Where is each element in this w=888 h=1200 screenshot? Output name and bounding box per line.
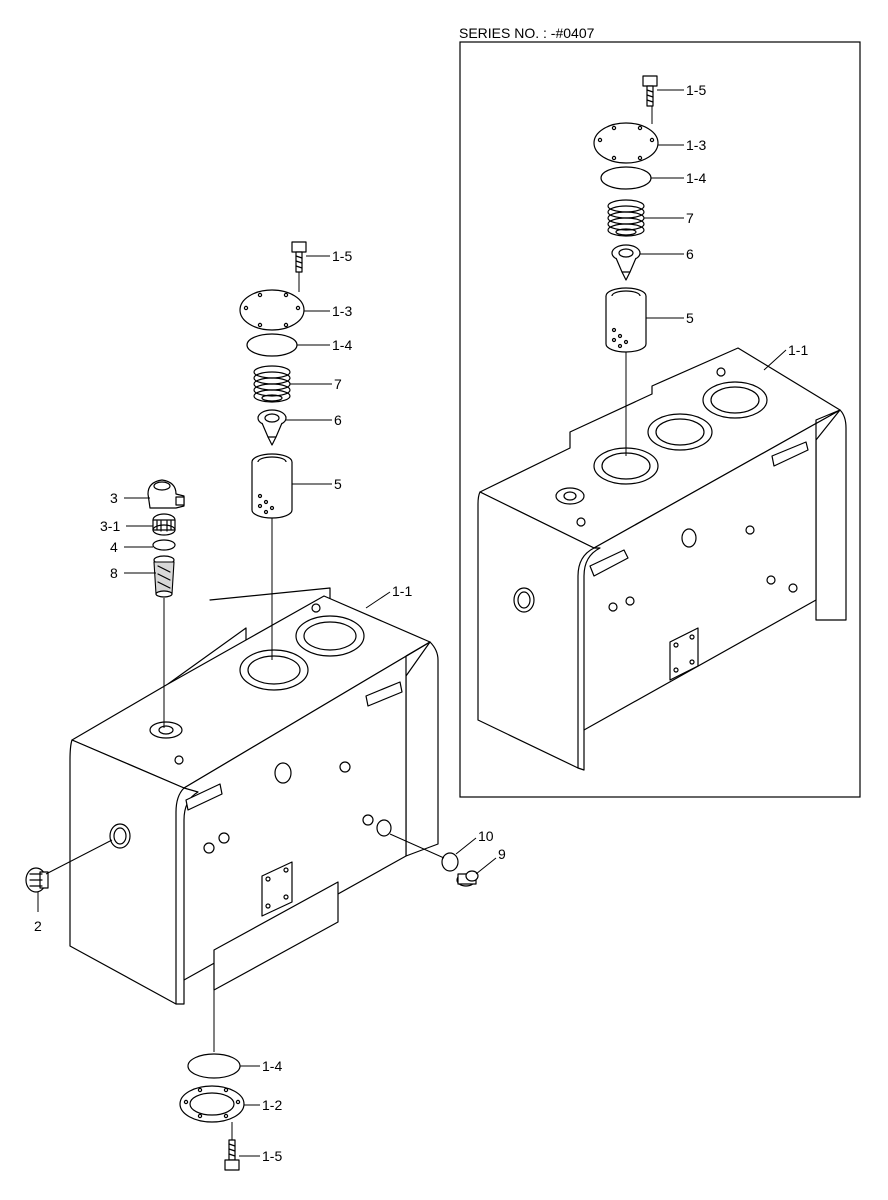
main-bracket-left [185,783,223,811]
main-cap-3 [147,479,185,509]
callout-10: 10 [455,828,494,855]
label-3: 3 [110,490,118,506]
callout-8: 8 [110,565,156,581]
label-8: 8 [110,565,118,581]
main-plug-2 [25,867,49,893]
main-tank-right-panel [405,641,439,857]
main-ring-4 [152,539,176,551]
inset-cover-1-3 [593,122,659,164]
inset-callout-5: 5 [646,310,694,326]
label-1-4-top: 1-4 [332,337,352,353]
main-oring-10 [441,852,459,872]
inset-label-1-4: 1-4 [686,170,706,186]
label-5: 5 [334,476,342,492]
callout-5: 5 [292,476,342,492]
inset-label-6: 6 [686,246,694,262]
callout-3: 3 [110,490,150,506]
label-7: 7 [334,376,342,392]
main-access-plate [261,861,293,917]
inset-oring-1-4 [600,166,652,190]
inset-callout-1-4: 1-4 [651,170,706,186]
main-nut-3-1 [152,513,176,536]
main-bolt-1-5-bottom [224,1139,240,1171]
label-4: 4 [110,539,118,555]
callout-6: 6 [286,412,342,428]
inset-callout-1-5: 1-5 [657,82,706,98]
inset-tank-body [477,347,847,771]
main-tank-front [183,641,431,981]
inset-valve-6 [611,244,641,281]
main-filter-8 [153,555,175,598]
inset-frame [459,41,861,798]
inset-spring-7 [607,199,645,237]
inset-callout-1-3: 1-3 [658,137,706,153]
inset-callout-7: 7 [644,210,694,226]
callout-2: 2 [34,892,42,934]
main-plug-9 [456,870,479,887]
main-valve-6 [257,409,287,446]
callout-1-5-bottom: 1-5 [239,1148,282,1164]
callout-1-3: 1-3 [304,303,352,319]
main-bracket-right [365,681,403,707]
callout-1-2: 1-2 [244,1097,282,1113]
label-1-5-bottom: 1-5 [262,1148,282,1164]
main-oring-1-4-top [246,333,298,357]
callout-1-5-top: 1-5 [306,248,352,264]
label-1-3: 1-3 [332,303,352,319]
callout-1-4-top: 1-4 [297,337,352,353]
main-strainer-5 [251,453,293,519]
label-1-4-bottom: 1-4 [262,1058,282,1074]
callout-3-1: 3-1 [100,518,153,534]
label-1-1: 1-1 [392,583,412,599]
label-1-5-top: 1-5 [332,248,352,264]
inset-panel: SERIES NO. : -#0407 [459,25,861,798]
label-10: 10 [478,828,494,844]
inset-label-1-1: 1-1 [788,342,808,358]
main-spring-7 [253,365,291,403]
inset-label-5: 5 [686,310,694,326]
label-9: 9 [498,846,506,862]
label-3-1: 3-1 [100,518,120,534]
main-flange-1-2 [179,1085,245,1123]
label-6: 6 [334,412,342,428]
main-cover-1-3 [239,289,305,331]
inset-callout-1-1: 1-1 [763,342,808,371]
callout-1-1: 1-1 [365,583,412,609]
inset-callout-6: 6 [640,246,694,262]
series-label: SERIES NO. : -#0407 [459,25,595,41]
callout-7: 7 [290,376,342,392]
inset-label-1-5: 1-5 [686,82,706,98]
callout-1-4-bottom: 1-4 [240,1058,282,1074]
main-tank-assembly [69,587,439,1005]
main-bolt-1-5-top [291,241,307,273]
callout-4: 4 [110,539,153,555]
inset-bolt-1-5 [642,75,658,107]
label-2: 2 [34,918,42,934]
inset-strainer-5 [605,287,647,353]
label-1-2: 1-2 [262,1097,282,1113]
callout-9: 9 [475,846,506,875]
inset-label-7: 7 [686,210,694,226]
main-oring-1-4-bottom [187,1053,241,1079]
inset-label-1-3: 1-3 [686,137,706,153]
